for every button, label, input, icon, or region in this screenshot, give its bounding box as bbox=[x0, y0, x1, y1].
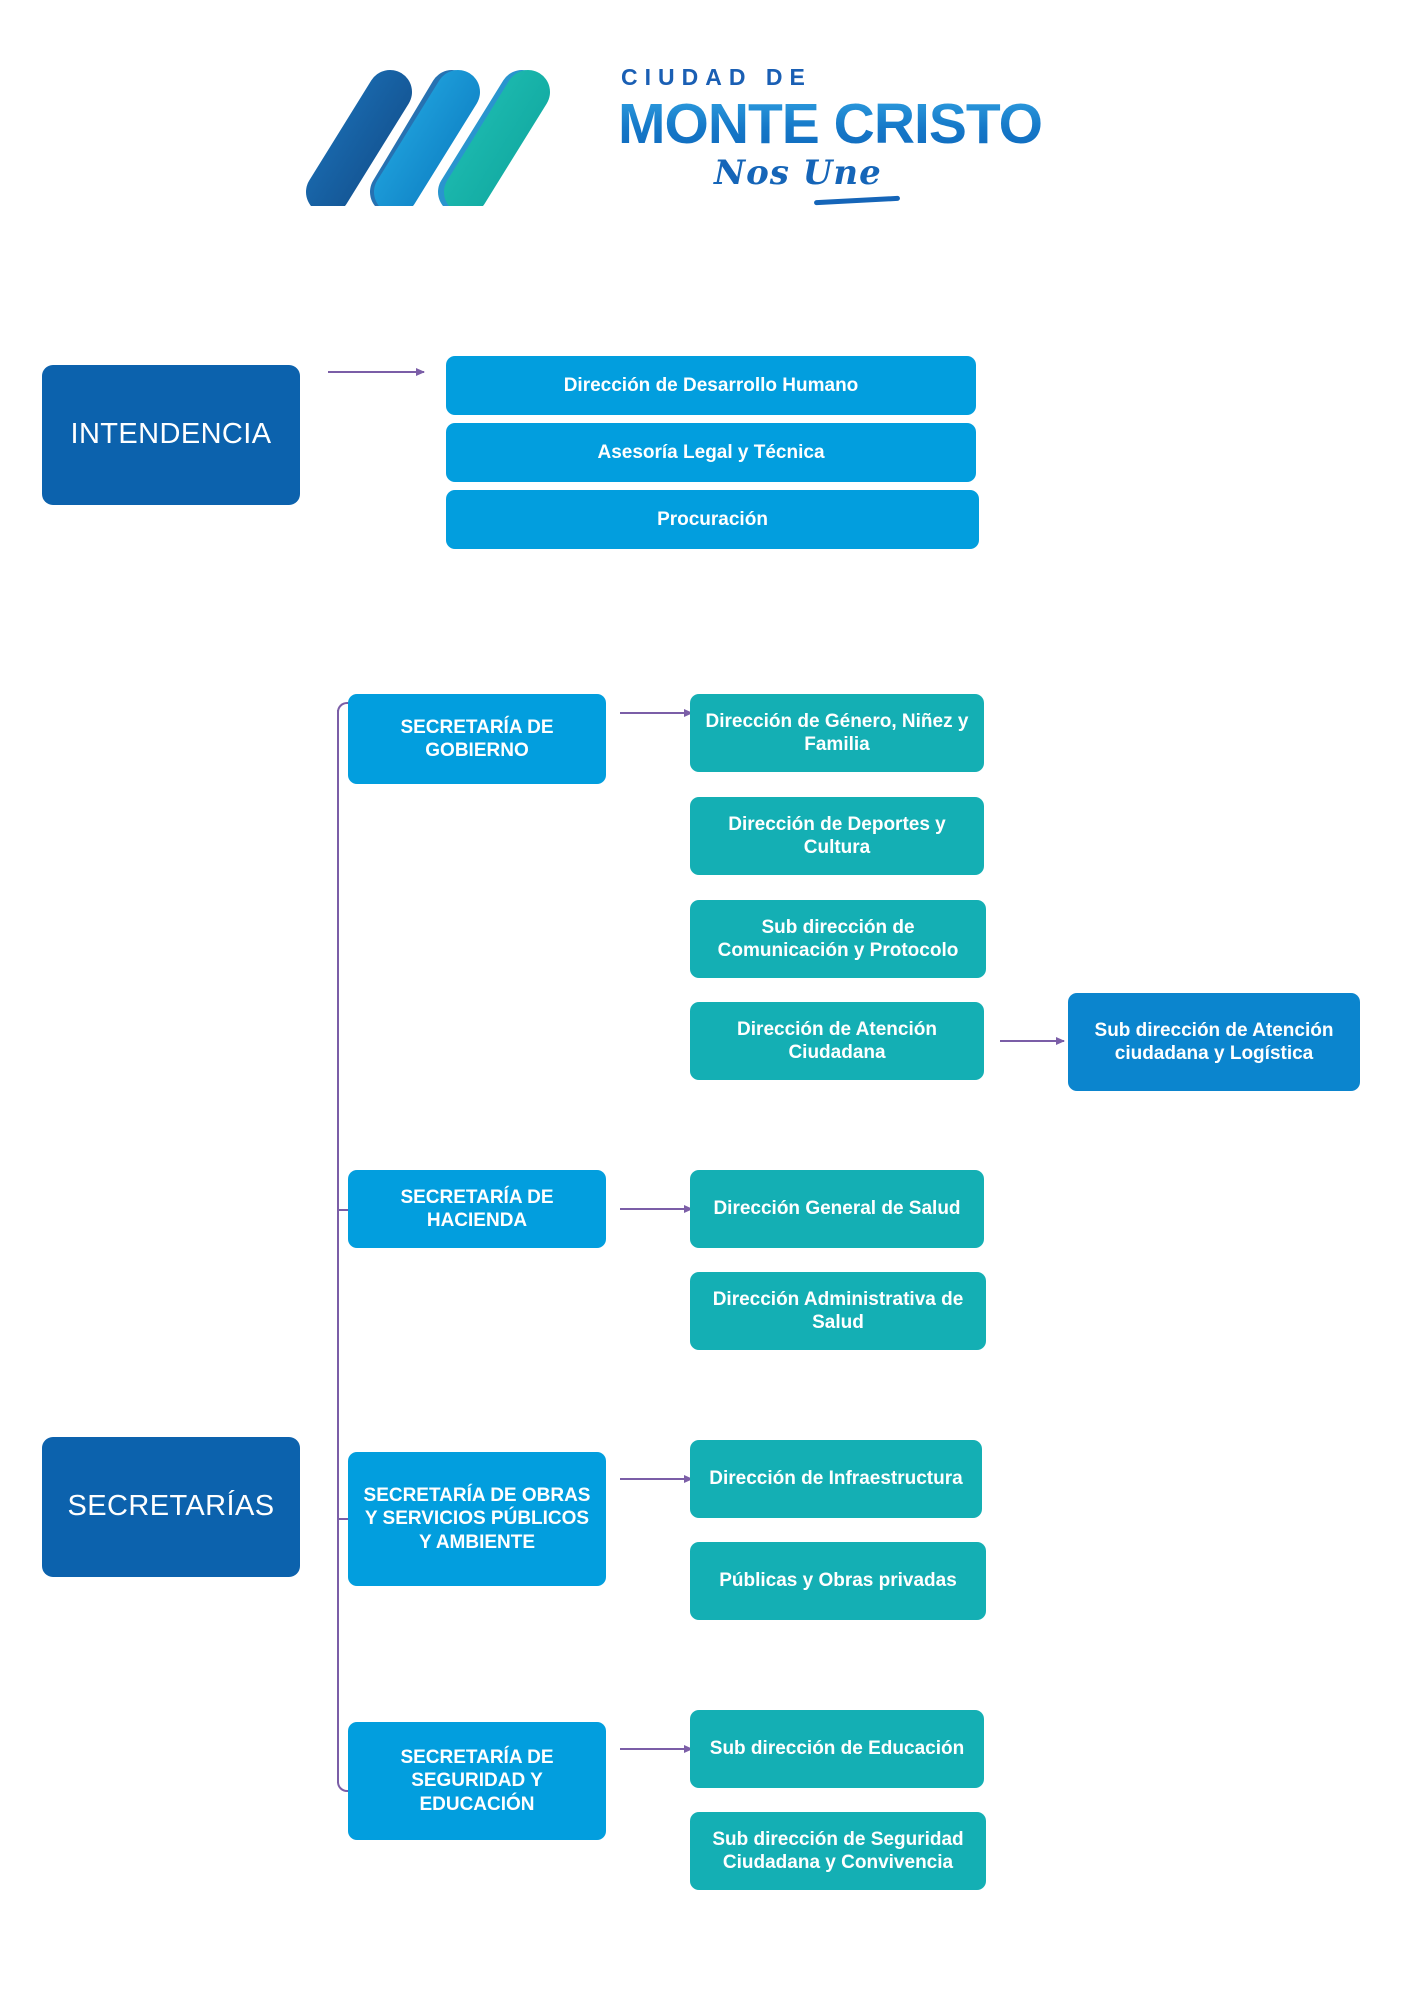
root-intendencia[interactable]: INTENDENCIA bbox=[42, 365, 300, 505]
connector-trunk-bottom-cap bbox=[337, 1776, 353, 1792]
logo-slogan-underline bbox=[813, 195, 901, 206]
box-direccion-general-salud[interactable]: Dirección General de Salud bbox=[690, 1170, 984, 1248]
box-secretaria-gobierno[interactable]: SECRETARÍA DE GOBIERNO bbox=[348, 694, 606, 784]
connector-intendencia-arrow bbox=[328, 367, 425, 376]
connector-trunk-top-cap bbox=[337, 702, 353, 718]
connector-atencion-ciudadana-arrow bbox=[1000, 1036, 1065, 1045]
connector-gobierno-arrow bbox=[620, 708, 693, 717]
box-subdireccion-comunicacion-protocolo[interactable]: Sub dirección de Comunicación y Protocol… bbox=[690, 900, 986, 978]
box-direccion-infraestructura[interactable]: Dirección de Infraestructura bbox=[690, 1440, 982, 1518]
box-subdireccion-seguridad-ciudadana[interactable]: Sub dirección de Seguridad Ciudadana y C… bbox=[690, 1812, 986, 1890]
connector-trunk-to-obras bbox=[337, 1518, 352, 1520]
box-subdireccion-atencion-ciudadana-logistica[interactable]: Sub dirección de Atención ciudadana y Lo… bbox=[1068, 993, 1360, 1091]
box-direccion-administrativa-salud[interactable]: Dirección Administrativa de Salud bbox=[690, 1272, 986, 1350]
monte-cristo-logo: CIUDAD DE MONTE CRISTO Nos Une bbox=[300, 58, 1090, 208]
box-publicas-obras-privadas[interactable]: Públicas y Obras privadas bbox=[690, 1542, 986, 1620]
box-subdireccion-educacion[interactable]: Sub dirección de Educación bbox=[690, 1710, 984, 1788]
logo-m-mark bbox=[306, 70, 550, 206]
box-procuracion[interactable]: Procuración bbox=[446, 490, 979, 549]
box-secretaria-hacienda[interactable]: SECRETARÍA DE HACIENDA bbox=[348, 1170, 606, 1248]
box-direccion-atencion-ciudadana[interactable]: Dirección de Atención Ciudadana bbox=[690, 1002, 984, 1080]
connector-obras-arrow bbox=[620, 1474, 693, 1483]
logo-city-name: MONTE CRISTO bbox=[618, 94, 1088, 155]
box-secretaria-seguridad-educacion[interactable]: SECRETARÍA DE SEGURIDAD Y EDUCACIÓN bbox=[348, 1722, 606, 1840]
box-direccion-genero-ninez-familia[interactable]: Dirección de Género, Niñez y Familia bbox=[690, 694, 984, 772]
box-secretaria-obras-servicios[interactable]: SECRETARÍA DE OBRAS Y SERVICIOS PÚBLICOS… bbox=[348, 1452, 606, 1586]
box-direccion-desarrollo-humano[interactable]: Dirección de Desarrollo Humano bbox=[446, 356, 976, 415]
logo-slogan: Nos Une bbox=[714, 152, 882, 193]
connector-seguridad-arrow bbox=[620, 1744, 693, 1753]
connector-secretarias-trunk bbox=[337, 710, 339, 1783]
root-secretarias[interactable]: SECRETARÍAS bbox=[42, 1437, 300, 1577]
connector-trunk-to-hacienda bbox=[337, 1209, 352, 1211]
box-direccion-deportes-cultura[interactable]: Dirección de Deportes y Cultura bbox=[690, 797, 984, 875]
box-asesoria-legal-tecnica[interactable]: Asesoría Legal y Técnica bbox=[446, 423, 976, 482]
connector-hacienda-arrow bbox=[620, 1204, 693, 1213]
logo-tagline-top: CIUDAD DE bbox=[621, 64, 812, 90]
logo-wordmark: CIUDAD DE MONTE CRISTO Nos Une bbox=[618, 66, 1088, 206]
